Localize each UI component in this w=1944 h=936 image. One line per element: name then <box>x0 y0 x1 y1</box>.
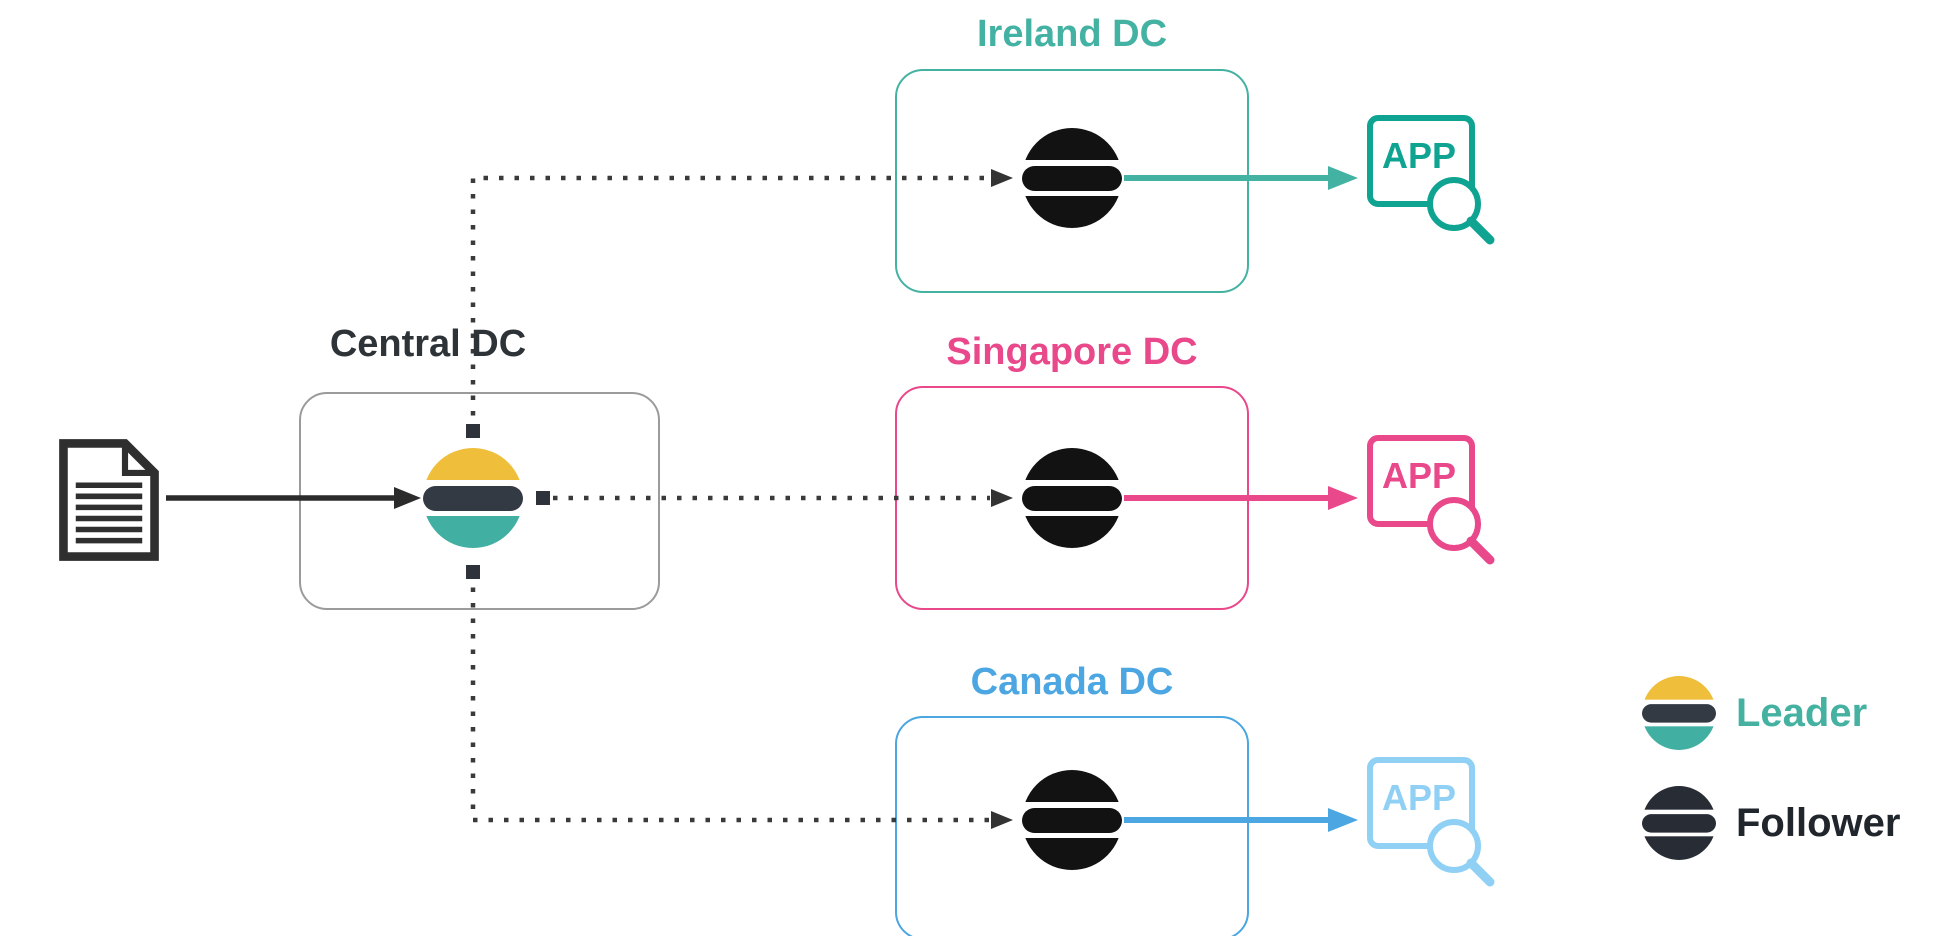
replication-connector-canada <box>470 572 1013 829</box>
app-arrow-ireland <box>1124 166 1358 190</box>
replication-connector-singapore <box>553 489 1013 507</box>
elasticsearch-follower-icon <box>1022 448 1122 548</box>
app-icon: APP <box>1367 435 1495 565</box>
legend-follower-label: Follower <box>1736 801 1901 845</box>
elasticsearch-follower-icon <box>1022 770 1122 870</box>
app-icon-label: APP <box>1382 777 1456 818</box>
elasticsearch-follower-icon <box>1022 128 1122 228</box>
search-icon <box>1427 177 1495 245</box>
ingest-arrow <box>166 487 421 509</box>
app-icon-label: APP <box>1382 455 1456 496</box>
ireland-dc-label: Ireland DC <box>976 13 1168 55</box>
connector-handle-right <box>536 491 550 505</box>
app-arrow-singapore <box>1124 486 1358 510</box>
replication-connector-ireland <box>470 169 1013 431</box>
connector-handle-bottom <box>466 565 480 579</box>
search-icon <box>1427 819 1495 887</box>
singapore-dc-label: Singapore DC <box>946 331 1198 373</box>
app-icon-label: APP <box>1382 135 1456 176</box>
document-icon <box>59 439 159 561</box>
elasticsearch-leader-icon <box>423 448 523 548</box>
central-dc-label: Central DC <box>329 323 527 365</box>
canada-dc-label: Canada DC <box>970 661 1174 703</box>
app-icon: APP <box>1367 115 1495 245</box>
app-icon: APP <box>1367 757 1495 887</box>
elasticsearch-leader-icon <box>1642 676 1716 750</box>
connector-handle-top <box>466 424 480 438</box>
legend-leader-label: Leader <box>1736 691 1868 735</box>
app-arrow-canada <box>1124 808 1358 832</box>
search-icon <box>1427 497 1495 565</box>
elasticsearch-follower-icon <box>1642 786 1716 860</box>
